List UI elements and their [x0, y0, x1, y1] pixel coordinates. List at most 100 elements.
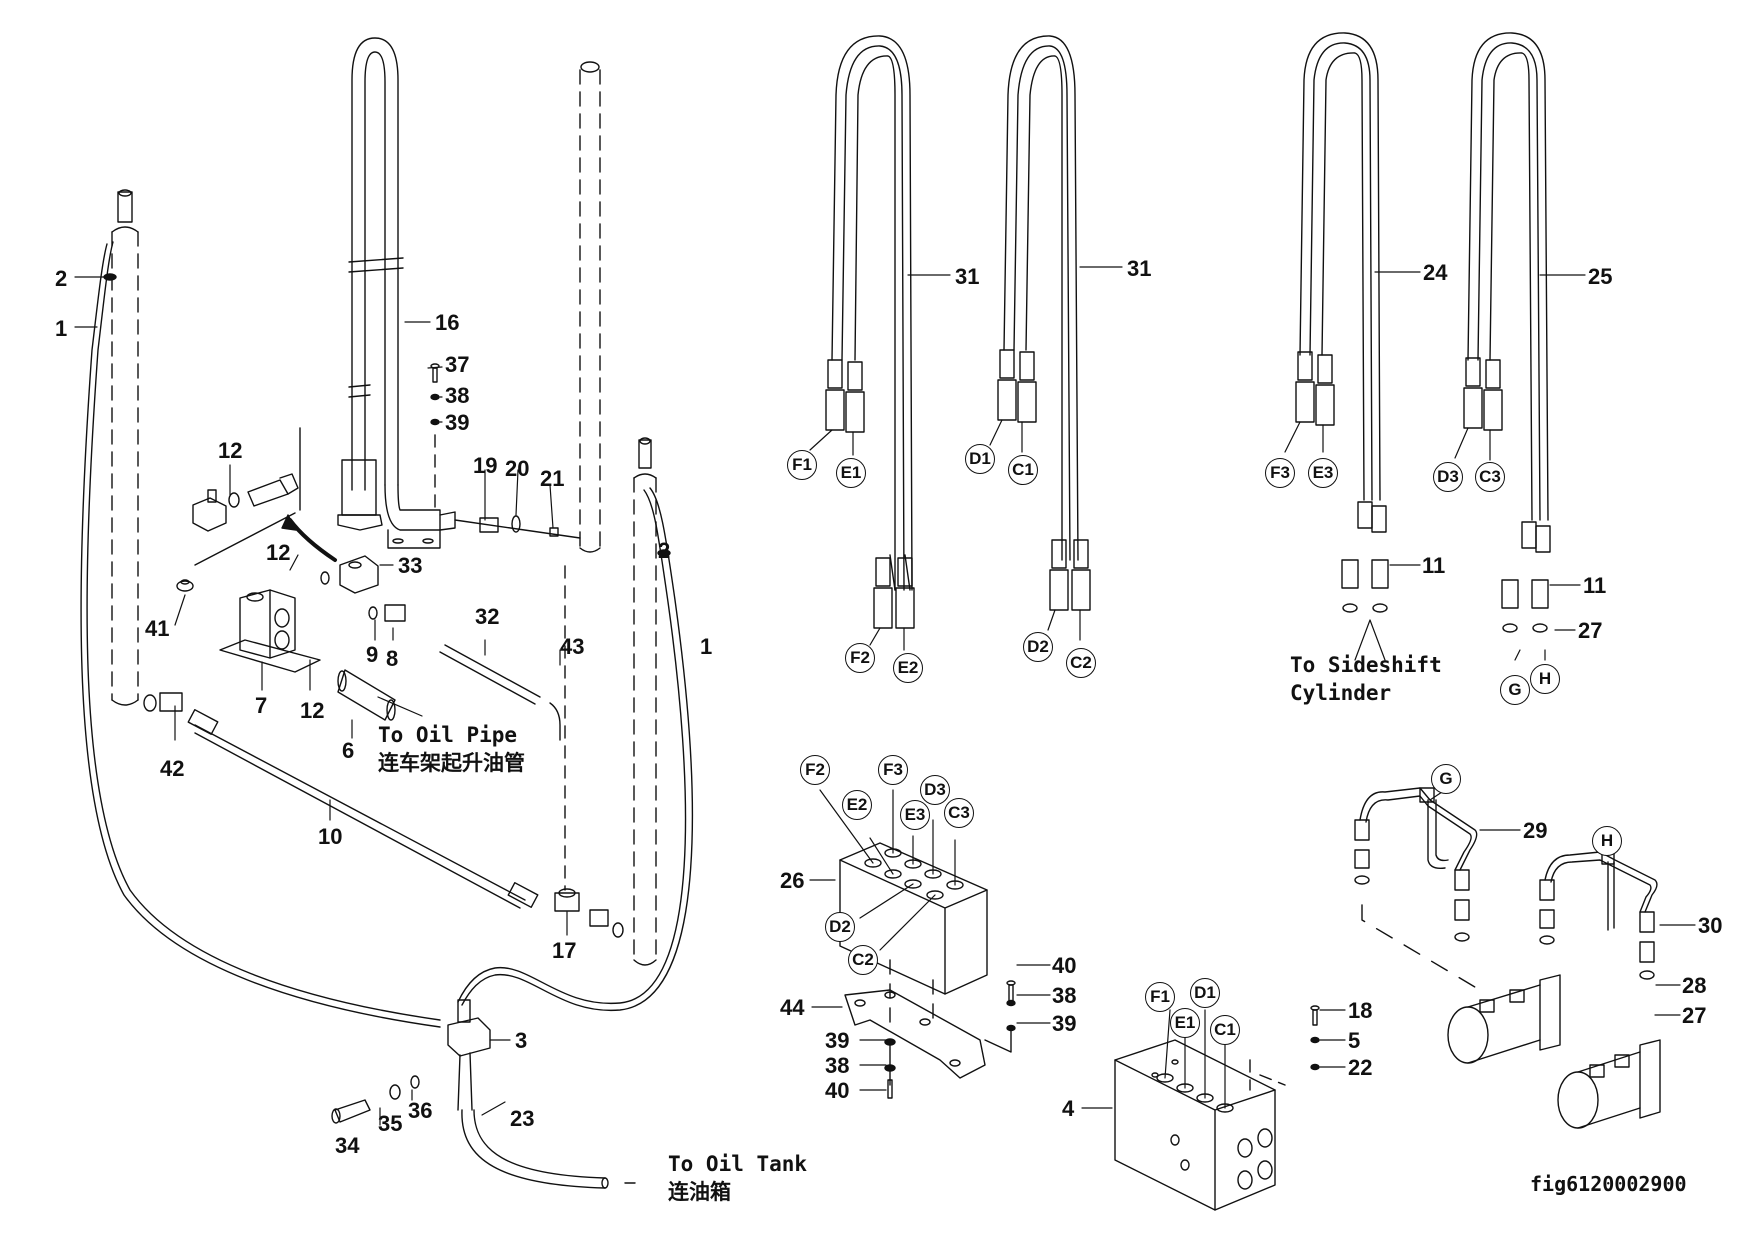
filter-6	[337, 669, 396, 721]
callout-28: 28	[1682, 973, 1707, 998]
hose-1-right	[457, 487, 694, 1012]
callout-40: 40	[825, 1078, 850, 1103]
callout-44: 44	[780, 995, 805, 1020]
callout-38: 38	[1052, 983, 1077, 1008]
port-marker-C3: C3	[944, 798, 974, 828]
tube-assembly-30	[1539, 851, 1658, 980]
grommet-41	[176, 579, 406, 622]
hose-10	[187, 709, 539, 909]
callout-2: 2	[55, 266, 68, 291]
sideshift-cylinder-right	[1557, 1039, 1661, 1129]
port-marker-F2: F2	[800, 755, 830, 785]
fitting-42	[143, 692, 183, 712]
callout-5: 5	[1348, 1028, 1361, 1053]
callout-7: 7	[255, 693, 268, 718]
port-marker-E1: E1	[836, 458, 866, 488]
port-marker-F1: F1	[1145, 982, 1175, 1012]
port-marker-G: G	[1431, 764, 1461, 794]
callout-22: 22	[1348, 1055, 1373, 1080]
callout-43: 43	[560, 634, 585, 659]
callout-38: 38	[445, 383, 470, 408]
callout-31: 31	[1127, 256, 1152, 281]
callout-2: 2	[658, 538, 671, 563]
fittings-19-20-21	[454, 515, 581, 539]
figure-id: fig6120002900	[1530, 1172, 1687, 1196]
u-pipe-16	[337, 37, 456, 549]
manifold-block-4	[1114, 1039, 1286, 1211]
callout-35: 35	[378, 1111, 403, 1136]
hose-set-24	[1295, 32, 1389, 613]
port-marker-C2: C2	[1066, 648, 1096, 678]
port-marker-C1: C1	[1008, 455, 1038, 485]
note-sideshift-line2: Cylinder	[1290, 681, 1392, 705]
callout-18: 18	[1348, 998, 1373, 1023]
bolt-stack-37	[430, 363, 440, 511]
callout-17: 17	[552, 938, 577, 963]
callout-37: 37	[445, 352, 470, 377]
valve-block-7	[219, 589, 321, 673]
port-marker-H: H	[1592, 826, 1622, 856]
callout-10: 10	[318, 824, 343, 849]
center-mast-cylinder	[579, 61, 601, 553]
note-sideshift: To Sideshift Cylinder	[1290, 651, 1442, 707]
note-oil-tank-zh: 连油箱	[668, 1180, 731, 1204]
tee-block-3	[447, 999, 491, 1111]
port-marker-E2: E2	[893, 653, 923, 683]
callout-21: 21	[540, 466, 565, 491]
port-marker-D3: D3	[920, 775, 950, 805]
port-marker-C3: C3	[1475, 462, 1505, 492]
port-marker-E2: E2	[842, 790, 872, 820]
tee-17	[554, 565, 624, 938]
callout-23: 23	[510, 1106, 535, 1131]
callout-30: 30	[1698, 913, 1723, 938]
port-marker-D2: D2	[825, 912, 855, 942]
callout-32: 32	[475, 604, 500, 629]
callout-8: 8	[386, 646, 399, 671]
callout-19: 19	[473, 453, 498, 478]
right-lift-cylinder	[633, 437, 657, 966]
callout-20: 20	[505, 456, 530, 481]
callout-27: 27	[1682, 1003, 1707, 1028]
callout-41: 41	[145, 616, 170, 641]
tube-assembly-29	[1354, 787, 1481, 991]
note-oil-pipe: To Oil Pipe 连车架起升油管	[378, 721, 525, 777]
callout-39: 39	[1052, 1011, 1077, 1036]
callout-1: 1	[55, 316, 68, 341]
bolt-34	[331, 1075, 420, 1124]
callout-38: 38	[825, 1053, 850, 1078]
left-lift-cylinder	[111, 189, 139, 706]
bracket-44	[844, 989, 986, 1099]
callout-36: 36	[408, 1098, 433, 1123]
port-marker-C2: C2	[848, 945, 878, 975]
callout-26: 26	[780, 868, 805, 893]
bolt-stack-18	[1310, 1005, 1320, 1071]
callout-3: 3	[515, 1028, 528, 1053]
callout-40: 40	[1052, 953, 1077, 978]
callout-24: 24	[1423, 260, 1448, 285]
port-marker-E3: E3	[900, 800, 930, 830]
hose-1-left	[80, 241, 441, 1028]
callout-11: 11	[1583, 573, 1607, 598]
callout-16: 16	[435, 310, 460, 335]
callout-33: 33	[398, 553, 423, 578]
hose-set-25	[1463, 32, 1551, 633]
port-marker-F3: F3	[878, 755, 908, 785]
note-oil-pipe-zh: 连车架起升油管	[378, 751, 525, 775]
note-sideshift-line1: To Sideshift	[1290, 653, 1442, 677]
callout-9: 9	[366, 642, 379, 667]
callout-6: 6	[342, 738, 355, 763]
callout-11: 11	[1422, 553, 1446, 578]
callout-31: 31	[955, 264, 980, 289]
port-marker-F3: F3	[1265, 458, 1295, 488]
leader-lines	[74, 266, 1696, 1126]
hose-set-31-left	[825, 35, 915, 629]
hose-23	[461, 1109, 641, 1189]
note-oil-tank-en: To Oil Tank	[668, 1152, 808, 1176]
detail-elbow	[192, 427, 301, 566]
port-marker-D3: D3	[1433, 462, 1463, 492]
callout-25: 25	[1588, 264, 1613, 289]
hose-32	[439, 644, 561, 741]
callout-39: 39	[445, 410, 470, 435]
